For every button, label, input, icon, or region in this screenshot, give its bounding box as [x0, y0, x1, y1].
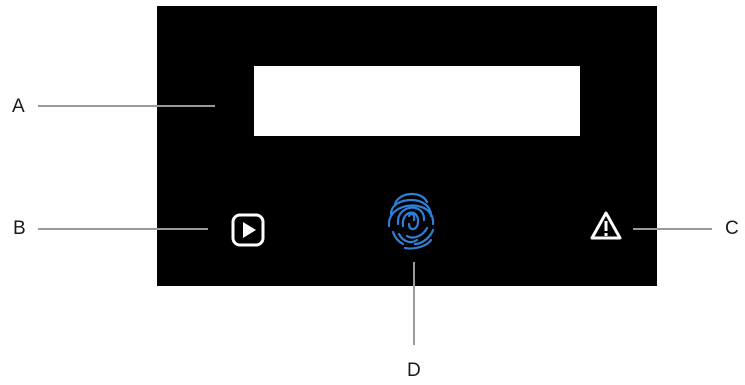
callout-label-c: C [725, 218, 739, 239]
callout-label-d: D [407, 360, 421, 381]
fingerprint-icon[interactable] [385, 186, 437, 252]
device-panel [157, 6, 657, 286]
callout-label-a: A [12, 96, 25, 117]
display-screen [254, 66, 580, 136]
callout-label-b: B [13, 218, 26, 239]
warning-icon [589, 210, 623, 242]
play-icon[interactable] [231, 213, 265, 247]
